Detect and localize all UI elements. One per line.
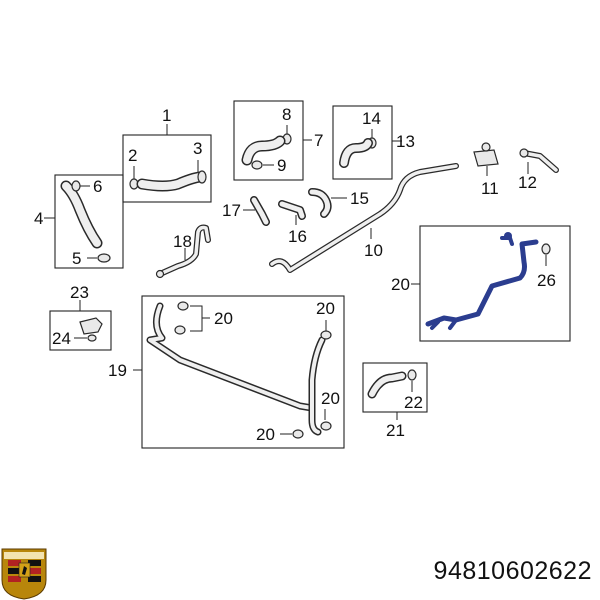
group-13-box [332, 105, 393, 180]
part-15: 15 [308, 188, 369, 218]
callout-13: 13 [396, 132, 415, 151]
group-13: 13 14 [332, 105, 415, 180]
callout-22: 22 [404, 393, 423, 412]
part-number: 94810602622 [433, 557, 592, 585]
part-11: 11 [473, 142, 499, 198]
callout-26: 26 [537, 271, 556, 290]
callout-18: 18 [173, 232, 192, 251]
group-21-box [362, 362, 428, 413]
group-19: 19 20 20 20 20 [108, 295, 345, 449]
group-7: 7 8 9 [233, 100, 323, 181]
callout-11: 11 [481, 179, 499, 198]
line-10: 10 [269, 163, 459, 273]
callout-2: 2 [128, 146, 137, 165]
callout-14: 14 [362, 109, 381, 128]
callout-20b: 20 [316, 299, 335, 318]
group-21: 21 22 [362, 362, 428, 440]
callout-17: 17 [222, 201, 241, 220]
callout-20a: 20 [214, 309, 233, 328]
group-23: 23 24 [49, 283, 112, 351]
group-4: 4 6 5 [34, 174, 124, 269]
part-12: 12 [518, 148, 559, 192]
callout-23: 23 [70, 283, 89, 302]
callout-16: 16 [288, 227, 307, 246]
callout-20d: 20 [256, 425, 275, 444]
callout-12: 12 [518, 173, 537, 192]
part-18: 18 [155, 224, 211, 279]
porsche-crest-logo [1, 548, 47, 600]
callout-25: 20 [391, 275, 410, 294]
highlighted-pipe [425, 239, 539, 327]
callout-20c: 20 [321, 389, 340, 408]
callout-21: 21 [386, 421, 405, 440]
callout-24: 24 [52, 329, 71, 348]
callout-5: 5 [72, 249, 81, 268]
callout-8: 8 [282, 105, 291, 124]
group-25: 20 26 [391, 225, 571, 342]
callout-19: 19 [108, 361, 127, 380]
callout-3: 3 [193, 139, 202, 158]
callout-4: 4 [34, 209, 43, 228]
part-16: 16 [278, 200, 307, 246]
group-1: 1 2 3 [122, 106, 212, 203]
callout-9: 9 [277, 156, 286, 175]
callout-7: 7 [314, 131, 323, 150]
callout-1: 1 [162, 106, 171, 125]
callout-6: 6 [93, 177, 102, 196]
group-19-box [141, 295, 345, 449]
part-17: 17 [222, 196, 270, 226]
callout-15: 15 [350, 189, 369, 208]
callout-10: 10 [364, 241, 383, 260]
group-4-box [54, 174, 124, 269]
